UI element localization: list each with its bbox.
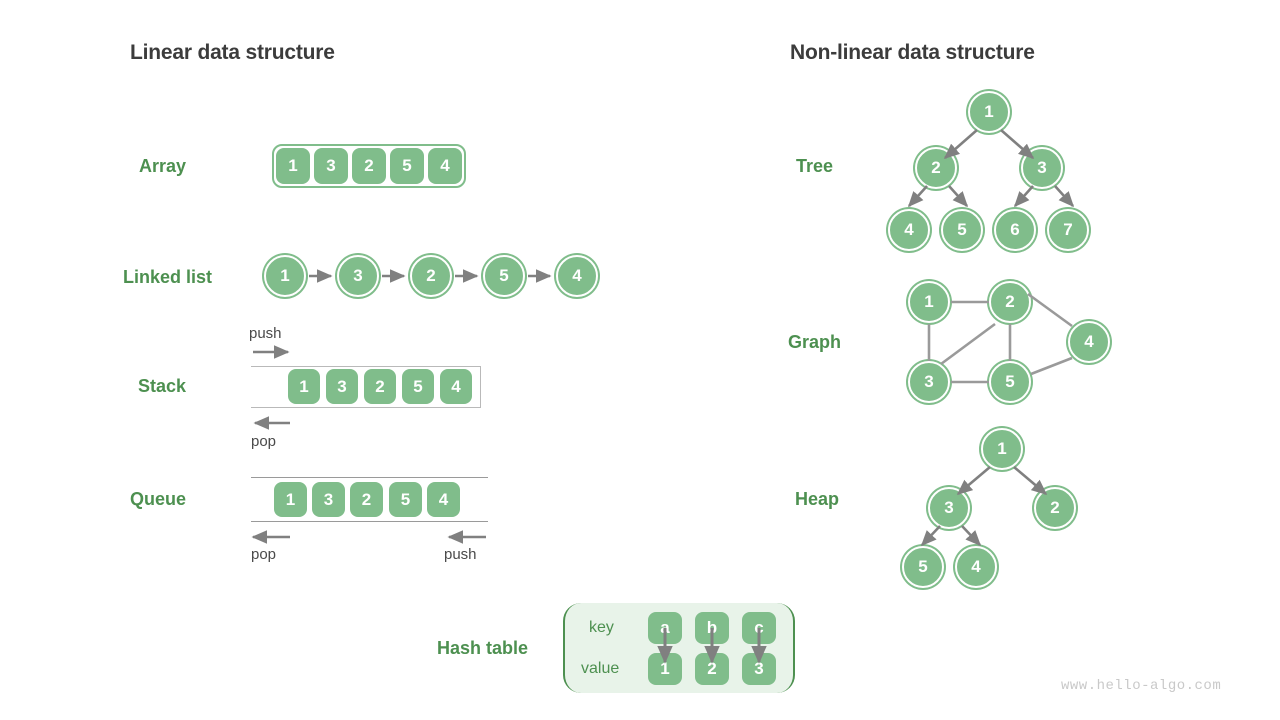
tree-node: 1 [968,91,1010,133]
heap-node: 3 [928,487,970,529]
label-hash-table: Hash table [436,638,528,658]
label-heap: Heap [794,489,839,509]
tree-node: 6 [994,209,1036,251]
stack-cell: 4 [440,369,472,404]
stack-container [251,366,481,408]
tree-node: 7 [1047,209,1089,251]
queue-cell: 4 [427,482,460,517]
label-queue: Queue [129,489,186,509]
queue-pop-label: pop [251,546,277,563]
queue-cell: 1 [274,482,307,517]
linked-list-node: 5 [483,255,525,297]
stack-cell: 1 [288,369,320,404]
hash-key-cell: b [695,612,729,644]
stack-push-label: push [249,325,282,342]
hash-value-cell: 2 [695,653,729,685]
queue-container [251,477,488,522]
graph-node: 2 [989,281,1031,323]
label-graph: Graph [787,332,841,352]
heap-node: 5 [902,546,944,588]
array-container [272,144,466,188]
stack-pop-label: pop [251,433,277,450]
tree-node: 5 [941,209,983,251]
array-cell: 4 [428,148,462,184]
hash-value-label: value [581,660,620,677]
queue-cell: 2 [350,482,383,517]
queue-cell: 3 [312,482,345,517]
tree-node: 4 [888,209,930,251]
label-linked-list: Linked list [122,267,212,287]
array-cell: 1 [276,148,310,184]
array-cell: 2 [352,148,386,184]
graph-node: 5 [989,361,1031,403]
hash-value-cell: 3 [742,653,776,685]
heap-node: 4 [955,546,997,588]
linked-list-node: 1 [264,255,306,297]
heap-node: 1 [981,428,1023,470]
array-cell: 3 [314,148,348,184]
heading-linear: Linear data structure [130,41,335,64]
heap-node: 2 [1034,487,1076,529]
label-tree: Tree [795,156,833,176]
graph-node: 3 [908,361,950,403]
label-stack: Stack [137,376,186,396]
stack-cell: 5 [402,369,434,404]
array-cell: 5 [390,148,424,184]
linked-list-node: 3 [337,255,379,297]
hash-key-cell: c [742,612,776,644]
tree-node: 2 [915,147,957,189]
hash-key-label: key [589,619,614,636]
heading-nonlinear: Non-linear data structure [790,41,1035,64]
linked-list-node: 2 [410,255,452,297]
watermark: www.hello-algo.com [1061,678,1222,694]
linked-list-node: 4 [556,255,598,297]
queue-cell: 5 [389,482,422,517]
hash-value-cell: 1 [648,653,682,685]
graph-node: 1 [908,281,950,323]
stack-cell: 2 [364,369,396,404]
hash-key-cell: a [648,612,682,644]
tree-node: 3 [1021,147,1063,189]
queue-push-label: push [444,546,477,563]
stack-cell: 3 [326,369,358,404]
label-array: Array [138,156,186,176]
graph-node: 4 [1068,321,1110,363]
